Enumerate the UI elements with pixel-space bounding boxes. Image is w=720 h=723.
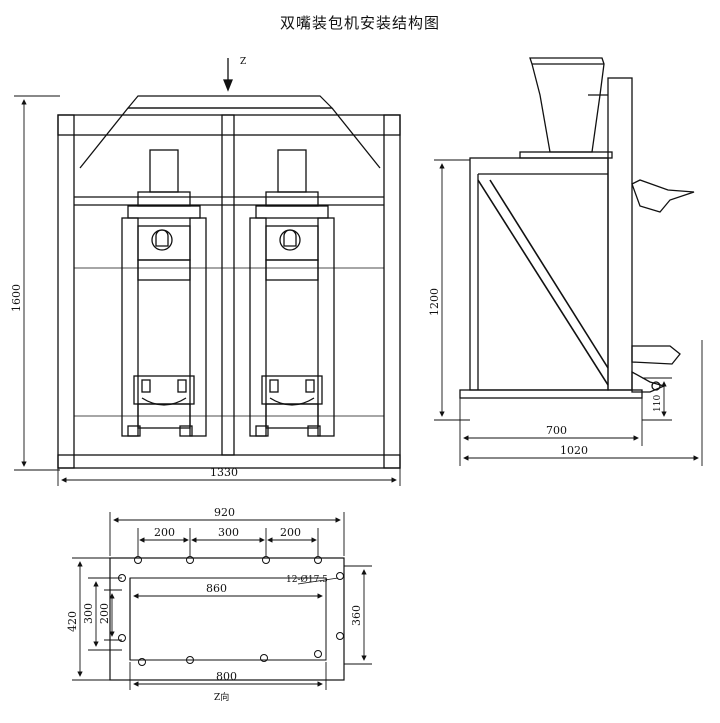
- dim-side-inner-width: [459, 398, 643, 466]
- dim-front-width: [57, 468, 401, 486]
- front-base: [57, 454, 401, 469]
- plan-left-inner-label: 200: [98, 603, 111, 624]
- left-spout-assembly: [121, 149, 207, 437]
- side-spout-arm: [631, 179, 695, 213]
- front-height-label: 1600: [10, 284, 23, 312]
- dim-plan-top-width: [109, 512, 345, 556]
- front-right-post: [383, 114, 401, 469]
- plan-bottom-width-label: 800: [216, 670, 237, 683]
- side-outer-width-label: 1020: [560, 444, 588, 457]
- side-rear-post: [607, 77, 633, 391]
- z-arrow-head: [223, 79, 233, 92]
- front-center-post: [221, 114, 235, 456]
- plan-bolt-holes: [118, 556, 344, 666]
- side-height-label: 1200: [428, 288, 441, 316]
- plan-direction-label: Z向: [214, 691, 229, 703]
- plan-top-width-label: 920: [214, 506, 235, 519]
- side-view: [434, 57, 703, 466]
- plan-hole-spec-label: 12-Ø17.5: [286, 574, 328, 585]
- right-spout-assembly: [249, 149, 335, 437]
- hole-spec-leader: [297, 577, 339, 585]
- z-arrow-label: Z: [240, 57, 246, 67]
- plan-view: [72, 512, 372, 690]
- dim-side-height: [434, 159, 470, 421]
- dim-plan-left-heights: [72, 557, 122, 681]
- side-hopper: [529, 57, 605, 153]
- front-width-label: 1330: [210, 466, 238, 479]
- dim-plan-right-height: [344, 565, 372, 665]
- plan-inner-opening: [129, 577, 327, 661]
- plan-left-outer-label: 420: [66, 611, 79, 632]
- side-body: [469, 157, 609, 391]
- plan-spacing-left-label: 200: [154, 526, 175, 539]
- side-lower-clamp: [631, 345, 681, 365]
- side-foot-label: 110: [653, 395, 663, 412]
- side-inner-width-label: 700: [546, 424, 567, 437]
- side-base: [459, 389, 643, 399]
- plan-spacing-right-label: 200: [280, 526, 301, 539]
- dim-front-height: [14, 95, 60, 471]
- plan-left-mid-label: 300: [82, 603, 95, 624]
- front-hopper-top: [126, 95, 334, 109]
- plan-inner-width-label: 860: [206, 582, 227, 595]
- plan-right-height-label: 360: [350, 605, 363, 626]
- plan-spacing-mid-label: 300: [218, 526, 239, 539]
- front-left-post: [57, 114, 75, 469]
- drawing-title: 双嘴装包机安装结构图: [279, 14, 440, 32]
- dim-side-foot: [642, 377, 672, 421]
- front-view: [14, 58, 401, 486]
- dim-plan-bottom-width: [129, 662, 327, 690]
- dim-plan-hole-spacing: [137, 528, 319, 556]
- front-top-beam: [57, 114, 401, 136]
- dim-side-outer-width: [463, 340, 703, 466]
